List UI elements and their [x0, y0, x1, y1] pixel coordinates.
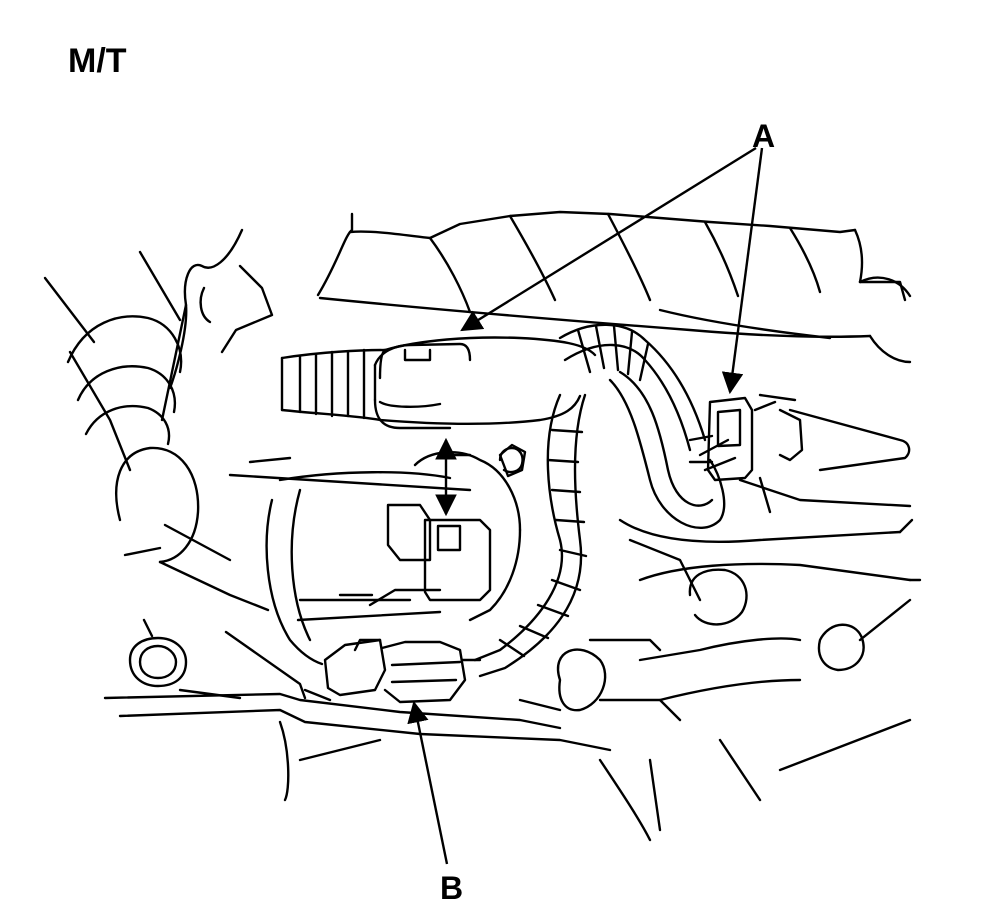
callout-label-b: B: [440, 870, 464, 906]
support-bracket: [162, 230, 470, 490]
leader-line-a-right: [721, 148, 762, 395]
drive-axle-boot: [45, 252, 268, 610]
leader-line-a-left: [460, 148, 756, 332]
engine-block-lower: [558, 282, 920, 830]
diagram-title: M/T: [68, 42, 127, 80]
starter-motor: [267, 448, 523, 664]
intake-manifold-outline: [318, 212, 910, 362]
wire-harness: [282, 325, 735, 676]
starter-terminal-connector: [370, 520, 490, 605]
harness-clamp: [375, 344, 470, 428]
connector-a: [690, 395, 910, 512]
leader-lines: [407, 148, 762, 864]
connector-b: [226, 632, 480, 702]
mounting-bolt: [130, 620, 240, 698]
leader-line-b: [407, 700, 447, 864]
callout-label-a: A: [752, 118, 776, 154]
subframe: [105, 694, 650, 840]
